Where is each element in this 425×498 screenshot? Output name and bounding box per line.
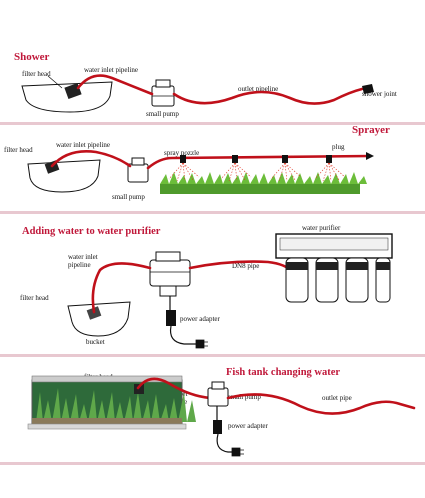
sprayer-filter-head-label: filter head xyxy=(4,146,33,154)
fishtank-adapter-label: power adapter xyxy=(228,422,269,430)
fishtank-title: Fish tank changing water xyxy=(226,367,340,378)
sprayer-section: Sprayer filter head water inlet pipeline… xyxy=(4,124,390,201)
sprayer-inlet-label: water inlet pipeline xyxy=(56,141,110,149)
separator-1 xyxy=(0,122,425,125)
shower-pump-label: small pump xyxy=(146,110,179,118)
purifier-inlet-pipe xyxy=(91,262,152,314)
sprayer-title: Sprayer xyxy=(352,124,390,136)
purifier-adapter-label: power adapter xyxy=(180,315,221,323)
purifier-inlet-label-2: pipeline xyxy=(68,261,91,269)
separator-4 xyxy=(0,462,425,465)
fishtank-adapter-wire xyxy=(216,406,232,453)
shower-section: Shower filter head water inlet pipeline … xyxy=(14,51,397,118)
shower-inlet-label: water inlet pipeline xyxy=(84,66,138,74)
shower-outlet-label: outlet pipeline xyxy=(238,85,278,93)
purifier-title: Adding water to water purifier xyxy=(22,226,161,237)
sprayer-grass xyxy=(160,172,367,194)
aquarium xyxy=(27,375,196,430)
purifier-inlet-label-1: water inlet xyxy=(68,253,98,261)
shower-bucket xyxy=(21,81,113,113)
shower-joint xyxy=(362,84,374,94)
fishtank-plug xyxy=(231,447,244,457)
shower-inlet-pipe xyxy=(76,74,154,96)
purifier-dn8-label: DN8 pipe xyxy=(232,262,259,270)
water-purifier-unit xyxy=(275,233,393,303)
purifier-adapter-wire xyxy=(169,296,196,345)
purifier-filter-head-label: filter head xyxy=(20,294,49,302)
sprayer-pump xyxy=(127,157,149,183)
purifier-plug xyxy=(195,339,208,349)
fishtank-outlet-pipe xyxy=(226,393,416,415)
shower-filter-head-label: filter head xyxy=(22,70,51,78)
purifier-section: Adding water to water purifier water inl… xyxy=(20,224,393,349)
sprayer-plug-label: plug xyxy=(332,143,345,151)
fishtank-outlet-label: outlet pipe xyxy=(322,394,352,402)
sprayer-bucket xyxy=(27,159,101,193)
sprayer-nozzle-label: spray nozzle xyxy=(164,149,199,157)
separator-3 xyxy=(0,354,425,357)
fishtank-inlet-pipe xyxy=(136,377,212,400)
sprayer-nozzles xyxy=(168,155,346,182)
purifier-bucket xyxy=(67,301,131,337)
sprayer-inlet-pipe xyxy=(50,150,132,168)
shower-title: Shower xyxy=(14,51,50,63)
sprayer-pump-label: small pump xyxy=(112,193,145,201)
shower-pump xyxy=(151,79,175,107)
purifier-power-adapter xyxy=(166,310,176,326)
fishtank-pump-label: small pump xyxy=(228,393,261,401)
sprayer-plug xyxy=(366,152,374,160)
purifier-label: water purifier xyxy=(302,224,341,232)
fishtank-pump xyxy=(207,381,229,407)
shower-outlet-pipe xyxy=(172,87,364,105)
shower-joint-label: shower joint xyxy=(362,90,397,98)
separator-2 xyxy=(0,211,425,214)
purifier-pump xyxy=(149,251,191,297)
purifier-bucket-label: bucket xyxy=(86,338,105,346)
fishtank-section: Fish tank changing water filter head inl… xyxy=(27,367,416,457)
sprayer-main-pipe xyxy=(146,154,372,170)
fishtank-filter-head xyxy=(134,384,144,394)
fishtank-power-adapter xyxy=(213,420,222,434)
